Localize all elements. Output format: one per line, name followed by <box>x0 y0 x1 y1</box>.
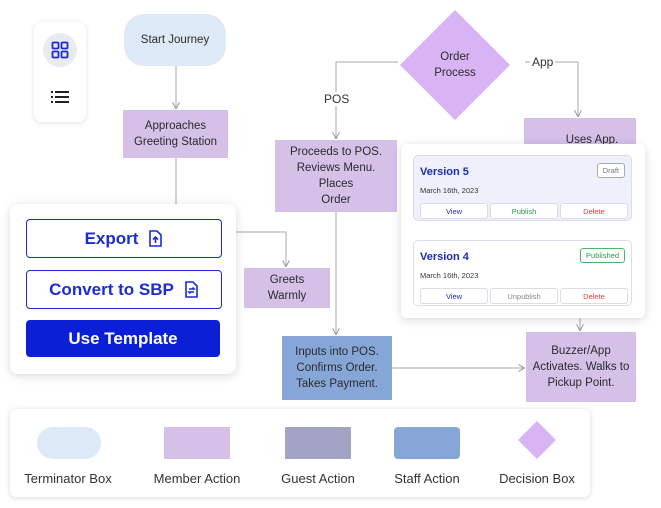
version-date: March 16th, 2023 <box>420 271 479 280</box>
app-edge-label: App <box>530 55 556 69</box>
status-badge: Published <box>580 248 625 263</box>
template-actions-panel: Export Convert to SBP Use Template <box>10 204 236 374</box>
version-title: Version 4 <box>420 251 469 263</box>
versions-panel: Version 5 Draft March 16th, 2023 View Pu… <box>401 144 645 318</box>
status-badge: Draft <box>596 163 625 178</box>
order-process-label: Order Process <box>434 51 476 79</box>
list-view-button[interactable] <box>43 80 77 114</box>
view-button[interactable]: View <box>420 288 488 304</box>
staff-swatch <box>394 427 460 459</box>
delete-button[interactable]: Delete <box>560 203 628 219</box>
publish-button[interactable]: Publish <box>490 203 558 219</box>
export-button-label: Export <box>84 228 139 248</box>
version-date: March 16th, 2023 <box>420 186 479 195</box>
grid-view-button[interactable] <box>43 33 77 67</box>
start-journey-node[interactable]: Start Journey <box>124 14 226 66</box>
terminator-swatch <box>37 427 101 459</box>
version-card[interactable]: Version 5 Draft March 16th, 2023 View Pu… <box>413 155 632 221</box>
legend-staff: Staff Action <box>362 409 492 497</box>
convert-to-sbp-label: Convert to SBP <box>49 279 174 299</box>
legend-guest: Guest Action <box>253 409 383 497</box>
buzzer-app-activates-node[interactable]: Buzzer/App Activates. Walks to Pickup Po… <box>526 332 636 402</box>
greets-warmly-node[interactable]: Greets Warmly <box>244 268 330 308</box>
convert-to-sbp-button[interactable]: Convert to SBP <box>26 270 222 309</box>
grid-view-icon <box>51 41 69 59</box>
legend-member: Member Action <box>132 409 262 497</box>
legend-terminator: Terminator Box <box>3 409 133 497</box>
approaches-greeting-station-node[interactable]: Approaches Greeting Station <box>123 110 228 158</box>
decision-diamond-shape <box>400 10 510 120</box>
proceeds-to-pos-node[interactable]: Proceeds to POS. Reviews Menu. Places Or… <box>275 140 397 212</box>
legend-label: Guest Action <box>281 471 355 486</box>
legend: Terminator Box Member Action Guest Actio… <box>10 409 590 497</box>
export-button[interactable]: Export <box>26 219 222 258</box>
legend-label: Terminator Box <box>24 471 112 486</box>
use-template-label: Use Template <box>68 328 178 348</box>
view-toggle <box>34 22 86 122</box>
convert-icon <box>185 281 198 298</box>
legend-label: Decision Box <box>499 471 575 486</box>
pos-edge-label: POS <box>322 92 352 106</box>
version-title: Version 5 <box>420 166 469 178</box>
order-process-decision[interactable]: Order Process <box>400 10 510 120</box>
delete-button[interactable]: Delete <box>560 288 628 304</box>
unpublish-button[interactable]: Unpublish <box>490 288 558 304</box>
version-card[interactable]: Version 4 Published March 16th, 2023 Vie… <box>413 240 632 306</box>
inputs-into-pos-node[interactable]: Inputs into POS. Confirms Order. Takes P… <box>282 336 392 400</box>
legend-label: Staff Action <box>394 471 460 486</box>
view-button[interactable]: View <box>420 203 488 219</box>
decision-swatch <box>518 421 556 459</box>
use-template-button[interactable]: Use Template <box>26 320 220 357</box>
legend-label: Member Action <box>153 471 241 486</box>
legend-decision: Decision Box <box>472 409 602 497</box>
guest-swatch <box>285 427 351 459</box>
list-view-icon <box>51 91 69 103</box>
export-icon <box>149 230 163 247</box>
member-swatch <box>164 427 230 459</box>
